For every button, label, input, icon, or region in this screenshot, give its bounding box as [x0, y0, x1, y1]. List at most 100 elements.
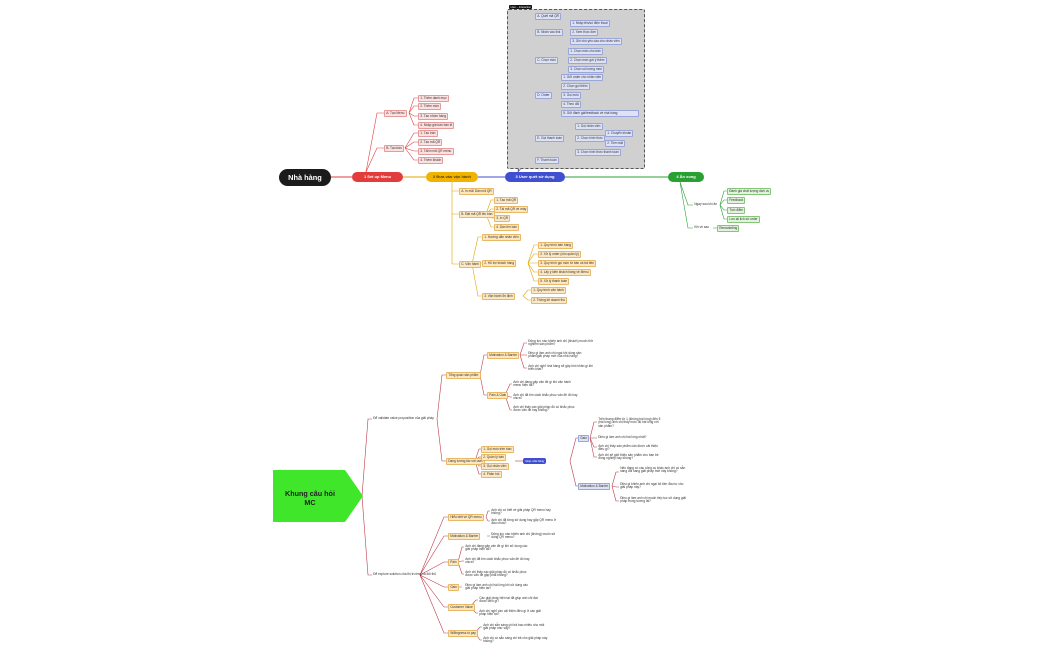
node-setup-table-item[interactable]: 1. Tạo bàn [418, 130, 438, 137]
node-user-d-item[interactable]: 4. Theo dõi [561, 101, 582, 108]
node-setup-menu-item[interactable]: 2. Thêm món [418, 103, 442, 110]
mc-question: Các giải pháp hiện tại đã giúp anh chị đ… [479, 595, 538, 604]
node-ops-c3[interactable]: 3. Vận hành ổn định [482, 293, 515, 300]
node-eat-b-item[interactable]: Remarketing [717, 225, 740, 232]
node-user-d-item[interactable]: 2. Chọn gọi thêm [561, 83, 590, 90]
node-setup-table-item[interactable]: 2. Tạo mã QR [418, 139, 443, 146]
node-setup-table-item[interactable]: 4. Thêm khách [418, 157, 444, 164]
node-ops-c[interactable]: C. Vận hành [459, 261, 482, 268]
mc-question: Động lực nào khiến anh chị (không) muốn … [491, 531, 556, 540]
mc-top-child[interactable]: Dạng tương tác với user [446, 458, 486, 465]
node-user-e-item[interactable]: 1. Gọi nhân viên [575, 123, 603, 130]
mc-gain[interactable]: Gain [578, 435, 590, 442]
mc-title[interactable]: Khung câu hỏi MC [285, 489, 335, 507]
mc-question: Anh chị đã từng sử dụng hay gặp QR menu … [491, 517, 557, 526]
node-user-item[interactable]: C. Chọn món [535, 57, 559, 64]
mc-question: Điều gì làm anh chị hài lòng khi sử dụng… [465, 582, 528, 591]
branch-user-scan[interactable]: 3 User quét sử dụng [505, 172, 565, 182]
mc-question: Anh chị thấy các giải pháp đó có khắc ph… [513, 404, 575, 413]
mc-top-branch[interactable]: Để validate value proposition của giải p… [373, 415, 434, 420]
node-user-e2-item[interactable]: 2. Tiền mặt [605, 140, 626, 147]
node-eat-b[interactable]: Khi về sau [694, 224, 710, 229]
node-ops-b-item[interactable]: 4. Dán lên bàn [494, 224, 520, 231]
branch-setup-menu[interactable]: 1 Set up Menu [352, 172, 403, 182]
node-user-item[interactable]: A. Quét mã QR [535, 13, 562, 20]
mc-top-child[interactable]: Tổng quan sản phẩm [446, 372, 481, 379]
mc-flow-step[interactable]: 2. Quản lý bàn [481, 454, 507, 461]
node-eat-a[interactable]: Ngay sau khi ăn [694, 201, 718, 206]
node-ops-a[interactable]: A. In mã/ Dán mã QR [459, 188, 494, 195]
mc-motivation[interactable]: Motivation & Barrier [487, 352, 520, 359]
mc-question: Anh chị sẽ giới thiệu sản phẩm cho bạn b… [598, 452, 659, 461]
mc-question: Anh chị sẵn sàng chi trả bao nhiêu cho m… [483, 622, 545, 631]
mc-question: Anh chị đang gặp vấn đề gì khi sử dụng c… [465, 543, 528, 552]
node-ops-c2-item[interactable]: 1. Quy trình bán hàng [538, 242, 574, 249]
node-ops-b-item[interactable]: 1. Tạo mã QR [494, 197, 519, 204]
mc-question: Nếu đang có các công cụ khác anh chị có … [620, 465, 686, 474]
node-user-c-item[interactable]: 1. Chọn món cho bàn [568, 48, 603, 55]
mc-flow-step[interactable]: 1. Gọi món trên bàn [481, 446, 514, 453]
mc-bottom-child[interactable]: Motivation & Barrier [448, 533, 481, 540]
node-setup-table-item[interactable]: 3. Tải/in mã QR menu [418, 148, 454, 155]
node-user-item[interactable]: F. Thanh toán [535, 157, 559, 164]
node-ops-b-item[interactable]: 3. In QR [494, 215, 511, 222]
mc-bottom-child[interactable]: Customer Value [448, 604, 475, 611]
node-user-c-item[interactable]: 3. Chọn số lượng món [568, 66, 605, 73]
branch-after-eat[interactable]: 4 Ăn xong [668, 172, 704, 182]
mc-bottom-branch[interactable]: Để explore solution của thị trường và đố… [373, 571, 437, 576]
node-ops-c2[interactable]: 2. Hỗ trợ khách hàng [482, 260, 517, 267]
node-user-item[interactable]: B. Nhấn vào link [535, 29, 563, 36]
node-user-b-item[interactable]: 3. Ghi chú yêu cầu cho nhân viên [570, 38, 622, 45]
node-eat-a-item[interactable]: Đánh giá chất lượng dịch vụ [727, 188, 772, 195]
node-user-item[interactable]: D. Order [535, 92, 552, 99]
node-ops-c2-item[interactable]: 3. Quy trình gọi món từ bàn và trả tiền [538, 260, 597, 267]
branch-operation[interactable]: 2 Đưa vào vận hành [426, 172, 478, 182]
node-ops-c2-item[interactable]: 2. Xử lý order (cho quản lý) [538, 251, 582, 258]
mc-question: Anh chị có biết về giải pháp QR menu hay… [491, 507, 551, 516]
node-setup-menu-item[interactable]: 3. Tạo nhóm hàng [418, 113, 449, 120]
mc-mb[interactable]: Motivation & Barrier [578, 483, 611, 490]
node-user-b-item[interactable]: 1. Nhập tên/số điện thoại [570, 20, 610, 27]
mc-flow-step[interactable]: 3. Gọi nhân viên [481, 463, 509, 470]
mc-tag[interactable]: Giúp nhà hàng [523, 458, 547, 464]
mc-bottom-child[interactable]: Hiểu biết về QR menu [448, 514, 484, 521]
node-setup-menu-item[interactable]: 1. Thêm danh mục [418, 95, 449, 102]
mc-title-shape [273, 470, 363, 522]
mc-bottom-child[interactable]: Gain [448, 584, 460, 591]
mc-bottom-child[interactable]: Pain [448, 559, 459, 566]
node-ops-c3-item[interactable]: 1. Quy trình vận hành [531, 287, 567, 294]
node-user-e2-item[interactable]: 1. Chuyển khoản [605, 130, 634, 137]
mc-question: Anh chị đã tìm cách khắc phục vấn đề đó … [513, 392, 578, 401]
root-node[interactable]: Nhà hàng [279, 169, 331, 186]
mc-bottom-child[interactable]: Willingness to pay [448, 630, 479, 637]
mc-pain[interactable]: Pain & Gain [487, 392, 509, 399]
mc-question: Điều gì làm anh chị hài lòng nhất? [598, 434, 647, 439]
node-eat-a-item[interactable]: Feedback [727, 197, 746, 204]
node-ops-b-item[interactable]: 2. Tải mã QR về máy [494, 206, 529, 213]
mc-question: Anh chị có sẵn sàng chi trả cho giải phá… [483, 635, 548, 644]
node-user-e-item[interactable]: 3. Chọn hình thức thanh toán [575, 149, 621, 156]
mc-question: Điều gì làm anh chị ngại khi dùng sản ph… [528, 350, 582, 359]
node-ops-b[interactable]: B. Đặt mã QR lên bàn [459, 211, 495, 218]
node-user-d-item[interactable]: 3. Gọi món [561, 92, 581, 99]
node-ops-c2-item[interactable]: 4. Lấy ý kiến khách hàng về Menu [538, 269, 591, 276]
mc-question: Điều gì làm anh chị muốn tiếp tục sử dụn… [620, 495, 686, 504]
node-setup-table[interactable]: B. Tạo bàn [384, 145, 404, 152]
node-ops-c1[interactable]: 1. Hướng dẫn nhân viên [482, 234, 521, 241]
node-user-d-item[interactable]: 5. Gửi đánh giá/feedback về nhà hàng [561, 110, 640, 117]
node-user-item[interactable]: E. Gọi thanh toán [535, 135, 565, 142]
node-user-c-item[interactable]: 2. Chọn món gợi ý thêm [568, 57, 607, 64]
mc-question: Điều gì khiến anh chị ngại bỏ tiền đầu t… [620, 481, 684, 490]
node-eat-a-item[interactable]: Lưu lại lịch sử order [727, 216, 760, 223]
node-setup-menu-item[interactable]: 4. Nhập giá bán bán lẻ [418, 122, 455, 129]
mc-question: Anh chị thấy các giải pháp đó có khắc ph… [465, 569, 527, 578]
node-user-b-item[interactable]: 2. Xem thực đơn [570, 29, 599, 36]
node-setup-menu[interactable]: A. Tạo Menu [384, 110, 407, 117]
mc-flow-step[interactable]: 4. Phản hồi [481, 471, 502, 478]
node-user-e-item[interactable]: 2. Chọn hình thức [575, 135, 605, 142]
mc-question: Anh chị nghĩ nhà hàng sẽ gặp khó khăn gì… [528, 363, 593, 372]
node-ops-c2-item[interactable]: 5. Xử lý thanh toán [538, 278, 570, 285]
node-user-d-item[interactable]: 1. Gửi order cho nhân viên [561, 74, 604, 81]
node-eat-a-item[interactable]: Tích điểm [727, 207, 746, 214]
node-ops-c3-item[interactable]: 2. Thống kê doanh thu [531, 297, 568, 304]
